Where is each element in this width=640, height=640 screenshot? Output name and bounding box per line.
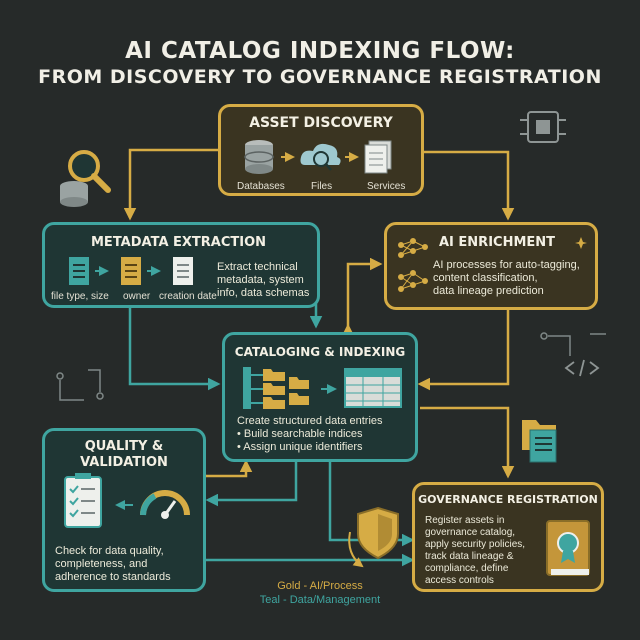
checklist-icon: [64, 473, 102, 528]
folder-document-icon: [522, 420, 557, 463]
owner-document-icon: [121, 257, 141, 285]
asset-discovery-icons: [244, 140, 392, 174]
legend-gold: Gold - AI/Process: [277, 580, 363, 592]
metadata-extraction-title: METADATA EXTRACTION: [91, 235, 267, 250]
ai-enrichment-description: AI processes for auto-tagging, content c…: [433, 259, 580, 297]
magnifier-database-icon: [60, 150, 111, 207]
date-document-icon: [173, 257, 193, 285]
governance-registration-title: GOVERNANCE REGISTRATION: [418, 493, 598, 506]
governance-registration-description: Register assets in governance catalog, a…: [425, 515, 526, 586]
file-type-size-label: file type, size: [51, 291, 109, 302]
arrow-catalog-quality-bidirectional: [196, 459, 253, 483]
files-label: Files: [311, 181, 333, 192]
document-stack-icon: [364, 140, 392, 174]
circuit-right-icon: [540, 332, 606, 356]
cataloging-indexing-title: CATALOGING & INDEXING: [234, 345, 406, 359]
legend-teal: Teal - Data/Management: [259, 594, 381, 606]
quality-validation-node: QUALITY & VALIDATION Check for data qual…: [42, 428, 206, 592]
chip-icon: [520, 111, 566, 143]
gauge-icon: [140, 490, 190, 519]
asset-discovery-node: ASSET DISCOVERY Databases Files Services: [218, 104, 424, 196]
neural-network-icon: [398, 238, 428, 292]
database-icon: [244, 140, 274, 174]
circuit-left-icon: [56, 369, 104, 401]
services-label: Services: [367, 181, 406, 192]
metadata-extraction-icons: [69, 257, 193, 285]
quality-icons: [64, 473, 190, 528]
asset-discovery-title: ASSET DISCOVERY: [249, 115, 393, 131]
certificate-book-icon: [546, 520, 590, 576]
quality-validation-title-line1: QUALITY &: [84, 439, 164, 454]
sparkle-icon: [575, 237, 587, 249]
creation-date-label: creation date: [159, 291, 217, 302]
ai-enrichment-title: AI ENRICHMENT: [439, 235, 556, 250]
diagram-title: AI CATALOG INDEXING FLOW:: [125, 38, 515, 64]
arrow-discovery-to-metadata: [123, 148, 218, 221]
arrow-catalog-to-governance: [420, 406, 515, 479]
cataloging-indexing-description: Create structured data entries • Build s…: [237, 415, 383, 453]
cataloging-indexing-node: CATALOGING & INDEXING Create structured …: [222, 332, 418, 462]
arrow-ai-catalog-bidirectional: [341, 257, 383, 336]
folder-tree-icon: [243, 367, 309, 409]
arrow-catalog-to-quality: [205, 462, 298, 507]
document-icon: [69, 257, 89, 285]
metadata-extraction-node: METADATA EXTRACTION file type, size owne…: [42, 222, 320, 308]
governance-registration-node: GOVERNANCE REGISTRATION Register assets …: [412, 482, 604, 592]
cloud-search-icon: [300, 143, 341, 171]
diagram-subtitle: FROM DISCOVERY TO GOVERNANCE REGISTRATIO…: [38, 66, 602, 88]
arrow-ai-to-catalog: [417, 310, 510, 391]
arrow-discovery-to-ai: [422, 150, 515, 221]
quality-validation-title-line2: VALIDATION: [80, 455, 168, 470]
ai-enrichment-node: AI ENRICHMENT AI processes for auto-tagg…: [384, 222, 598, 310]
shield-icon: [348, 506, 399, 568]
owner-label: owner: [123, 291, 151, 302]
table-index-icon: [344, 368, 402, 408]
databases-label: Databases: [237, 181, 285, 192]
metadata-extraction-description: Extract technical metadata, system info,…: [217, 261, 310, 299]
cataloging-icons: [243, 367, 402, 409]
code-tag-icon: [564, 359, 600, 377]
arrow-metadata-to-catalog: [128, 308, 221, 391]
quality-validation-description: Check for data quality, completeness, an…: [55, 545, 171, 583]
